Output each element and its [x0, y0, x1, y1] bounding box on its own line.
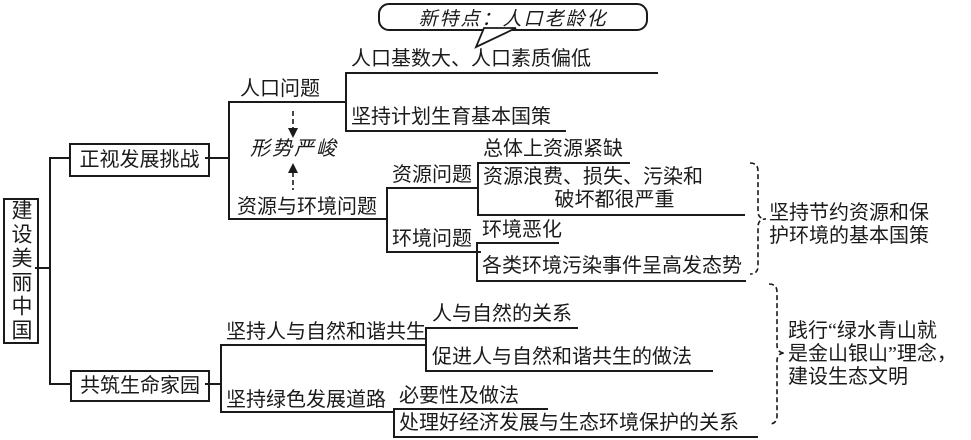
node-population-label: 人口问题	[240, 78, 320, 100]
connector-line	[386, 251, 481, 253]
leaf-resource-waste: 资源浪费、损失、污染和 破坏都很严重	[483, 166, 746, 212]
leaf-harmony-practice: 促进人与自然和谐共生的做法	[432, 346, 692, 368]
conclusion-eco-civilization: 践行“绿水青山就 是金山银山”理念， 建设生态文明	[788, 320, 957, 389]
conclusion-eco-civilization-line-3: 建设生态文明	[788, 366, 908, 388]
leaf-resource-waste-line-2: 破坏都很严重	[554, 189, 675, 211]
dashed-arrow-up-icon	[288, 163, 298, 190]
connector-line	[228, 218, 388, 220]
connector-line	[345, 72, 347, 132]
connector-line	[476, 242, 478, 282]
connector-line	[425, 327, 427, 372]
conclusion-eco-civilization-line-2: 是金山银山”理念，	[788, 343, 957, 365]
connector-line	[477, 214, 745, 216]
root-node-box: 建设美丽中国	[3, 198, 39, 344]
connector-line	[425, 370, 713, 372]
connector-line	[477, 162, 630, 164]
node-resource-label: 资源问题	[392, 164, 472, 186]
dashed-arrow-down-icon	[288, 111, 298, 138]
connector-line	[49, 383, 71, 385]
conclusion-resource-policy: 坚持节约资源和保 护环境的基本国策	[769, 202, 929, 248]
connector-line	[393, 436, 758, 438]
branch-homeland-label: 共筑生命家园	[80, 375, 200, 397]
node-resource-env-label: 资源与环境问题	[237, 196, 377, 218]
connector-line	[476, 242, 559, 244]
dashed-brace-bottom-icon	[768, 283, 786, 425]
connector-line	[205, 383, 222, 385]
connector-line	[476, 280, 746, 282]
connector-line	[425, 327, 578, 329]
connector-line	[228, 101, 230, 220]
connector-line	[220, 344, 222, 413]
connector-line	[393, 408, 395, 438]
root-title: 建设美丽中国	[9, 199, 33, 343]
connector-line	[477, 162, 479, 216]
situation-label: 形势严峻	[250, 138, 338, 160]
connector-line	[220, 344, 427, 346]
connector-line	[220, 411, 395, 413]
connector-line	[49, 157, 51, 385]
node-environment-label: 环境问题	[392, 228, 472, 250]
conclusion-resource-policy-line-2: 护环境的基本国策	[769, 225, 929, 247]
connector-line	[345, 130, 566, 132]
dashed-brace-top-icon	[749, 162, 767, 275]
leaf-harmony-relation: 人与自然的关系	[432, 303, 572, 325]
node-harmony-label: 坚持人与自然和谐共生	[226, 321, 426, 343]
connector-line	[345, 72, 658, 74]
connector-line	[386, 187, 479, 189]
conclusion-resource-policy-line-1: 坚持节约资源和保	[769, 202, 929, 224]
connector-line	[393, 408, 548, 410]
connector-line	[35, 267, 50, 269]
leaf-population-base: 人口基数大、人口素质偏低	[351, 48, 591, 70]
branch-homeland-box: 共筑生命家园	[70, 370, 210, 402]
callout-bubble: 新特点：人口老龄化	[378, 3, 648, 31]
leaf-green-necessity: 必要性及做法	[399, 385, 519, 407]
conclusion-eco-civilization-line-1: 践行“绿水青山就	[788, 320, 937, 342]
connector-line	[49, 157, 70, 159]
node-green-development-label: 坚持绿色发展道路	[226, 389, 386, 411]
leaf-family-planning-policy: 坚持计划生育基本国策	[351, 106, 551, 128]
leaf-resource-waste-line-1: 资源浪费、损失、污染和	[483, 166, 703, 188]
callout-text: 新特点：人口老龄化	[418, 8, 608, 30]
leaf-resource-shortage: 总体上资源紧缺	[483, 138, 623, 160]
branch-challenge-box: 正视发展挑战	[69, 143, 210, 177]
connector-line	[228, 101, 347, 103]
leaf-env-pollution-events: 各类环境污染事件呈高发态势	[482, 255, 742, 277]
connector-line	[386, 187, 388, 253]
leaf-green-relation: 处理好经济发展与生态环境保护的关系	[399, 412, 739, 434]
branch-challenge-label: 正视发展挑战	[79, 149, 200, 171]
connector-line	[205, 157, 229, 159]
leaf-env-deterioration: 环境恶化	[482, 219, 562, 241]
